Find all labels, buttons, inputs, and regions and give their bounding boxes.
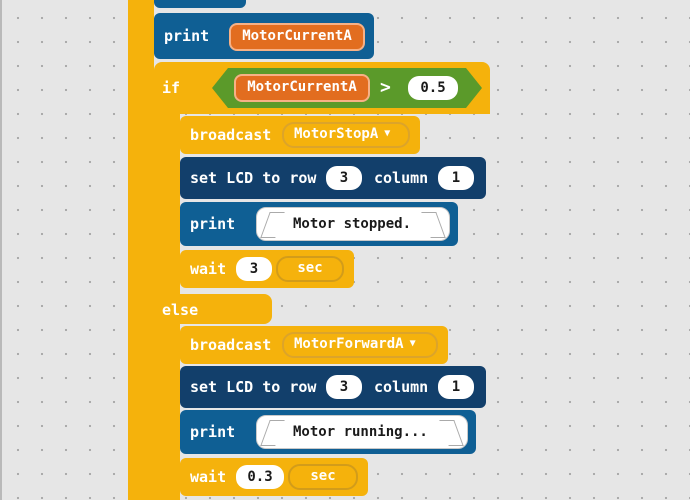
set-lcd-block[interactable]: set LCD to row 3 column 1 [180, 157, 486, 199]
set-lcd-block[interactable]: set LCD to row 3 column 1 [180, 366, 486, 408]
chevron-down-icon: ▼ [384, 128, 391, 139]
if-label: if [162, 79, 181, 97]
broadcast-message-dropdown[interactable]: MotorForwardA ▼ [282, 332, 438, 358]
print-label: print [190, 215, 236, 233]
set-lcd-label: set LCD to row [190, 378, 317, 396]
wait-block[interactable]: wait 3 sec [180, 250, 354, 288]
quote-open-icon [260, 212, 285, 238]
quote-open-icon [260, 420, 285, 446]
else-tab[interactable]: else [154, 294, 272, 324]
broadcast-block-forward[interactable]: broadcast MotorForwardA ▼ [180, 326, 448, 364]
greater-than-operator: > [380, 77, 391, 98]
print-text-block[interactable]: print Motor stopped. [180, 202, 458, 246]
wait-block[interactable]: wait 0.3 sec [180, 458, 368, 496]
condition-variable[interactable]: MotorCurrentA [234, 74, 370, 102]
motor-current-variable[interactable]: MotorCurrentA [229, 23, 365, 51]
print-block[interactable]: print MotorCurrentA [154, 13, 374, 59]
previous-block[interactable] [154, 0, 246, 8]
print-label: print [190, 423, 236, 441]
else-label: else [162, 301, 199, 319]
time-unit-pill[interactable]: sec [288, 464, 358, 490]
column-label: column [374, 169, 429, 187]
wait-duration-input[interactable]: 3 [236, 257, 272, 281]
workspace-edge [0, 0, 2, 500]
broadcast-label: broadcast [190, 336, 272, 354]
wait-duration-input[interactable]: 0.3 [236, 465, 284, 489]
time-unit-pill[interactable]: sec [276, 256, 344, 282]
print-label: print [164, 27, 210, 45]
print-text-block[interactable]: print Motor running... [180, 410, 476, 454]
broadcast-message-text: MotorForwardA [294, 336, 404, 352]
broadcast-block-stop[interactable]: broadcast MotorStopA ▼ [180, 116, 420, 154]
broadcast-message-text: MotorStopA [294, 126, 379, 142]
threshold-value-input[interactable]: 0.5 [408, 76, 458, 100]
quote-close-icon [439, 420, 464, 446]
quote-close-icon [421, 212, 446, 238]
broadcast-label: broadcast [190, 126, 272, 144]
script-spine[interactable] [128, 0, 154, 500]
lcd-row-input[interactable]: 3 [326, 375, 362, 399]
lcd-column-input[interactable]: 1 [438, 166, 474, 190]
column-label: column [374, 378, 429, 396]
string-text: Motor running... [293, 424, 428, 440]
string-text: Motor stopped. [293, 216, 412, 232]
set-lcd-label: set LCD to row [190, 169, 317, 187]
string-literal-input[interactable]: Motor running... [256, 415, 468, 449]
chevron-down-icon: ▼ [409, 338, 416, 349]
comparison-operator-block[interactable]: MotorCurrentA > 0.5 [212, 68, 482, 108]
wait-label: wait [190, 468, 227, 486]
wait-label: wait [190, 260, 227, 278]
lcd-column-input[interactable]: 1 [438, 375, 474, 399]
lcd-row-input[interactable]: 3 [326, 166, 362, 190]
broadcast-message-dropdown[interactable]: MotorStopA ▼ [282, 122, 410, 148]
string-literal-input[interactable]: Motor stopped. [256, 207, 450, 241]
